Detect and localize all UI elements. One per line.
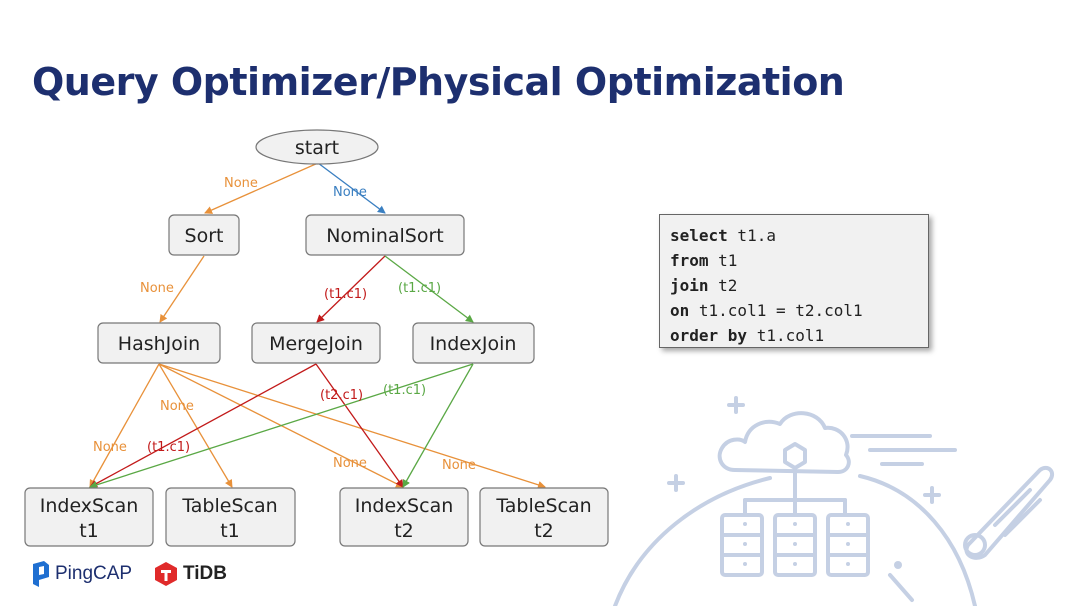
edge-label-hashjoin-tablescan-t2: None: [442, 458, 476, 473]
node-indexscan-t1-line1: IndexScan: [40, 495, 139, 517]
pingcap-logo: PingCAP: [32, 561, 132, 587]
node-start: start: [255, 129, 379, 165]
edge-label-start-sort: None: [224, 176, 258, 191]
code-line: order by t1.col1: [670, 323, 918, 348]
pingcap-mark-icon: [33, 561, 49, 587]
node-sort-label: Sort: [185, 225, 224, 247]
node-tablescan-t1-line1: TableScan: [181, 495, 277, 517]
edge-label-start-nominalsort: None: [333, 185, 367, 200]
edge-label-hashjoin-indexscan-t1: None: [93, 440, 127, 455]
edge-label-hashjoin-tablescan-t1: None: [160, 399, 194, 414]
node-nominalsort: NominalSort: [305, 214, 465, 256]
pingcap-logo-text: PingCAP: [55, 563, 133, 584]
sql-keyword: on: [670, 301, 690, 320]
node-indexscan-t2: IndexScan t2: [339, 487, 469, 547]
edge-nominalsort-mergejoin: [316, 255, 386, 323]
edge-nominalsort-indexjoin: [384, 255, 474, 323]
node-indexscan-t1: IndexScan t1: [24, 487, 154, 547]
edge-label-hashjoin-indexscan-t2: None: [333, 456, 367, 471]
node-hashjoin: HashJoin: [97, 322, 221, 364]
edge-mergejoin-indexscan-t2: [315, 363, 404, 488]
edge-label-nominalsort-indexjoin: (t1.c1): [398, 281, 441, 296]
sql-text: t2: [708, 276, 738, 295]
sql-text: t1: [708, 251, 738, 270]
code-line: on t1.col1 = t2.col1: [670, 298, 918, 323]
node-tablescan-t2: TableScan t2: [479, 487, 609, 547]
edge-sort-hashjoin: [159, 255, 205, 323]
edge-indexjoin-indexscan-t2: [402, 363, 474, 488]
edge-label-mergejoin-indexscan-t2: (t2.c1): [320, 388, 363, 403]
node-mergejoin-label: MergeJoin: [269, 333, 363, 355]
edge-start-nominalsort: [317, 162, 386, 214]
edge-hashjoin-indexscan-t1: [89, 363, 160, 488]
edge-start-sort: [204, 162, 319, 214]
sql-keyword: order by: [670, 326, 748, 345]
edge-hashjoin-tablescan-t2: [158, 363, 546, 489]
node-tablescan-t2-line1: TableScan: [495, 495, 591, 517]
sql-text: t1.col1 = t2.col1: [689, 301, 863, 320]
code-line: join t2: [670, 273, 918, 298]
code-line: select t1.a: [670, 223, 918, 248]
edge-indexjoin-indexscan-t1: [89, 363, 474, 489]
edge-hashjoin-tablescan-t1: [158, 363, 233, 488]
tidb-logo: TiDB: [154, 561, 227, 587]
node-indexscan-t2-line2: t2: [394, 520, 414, 542]
tidb-mark-icon: [155, 562, 177, 586]
node-sort: Sort: [168, 214, 240, 256]
page-title: Query Optimizer/Physical Optimization: [32, 60, 845, 104]
node-mergejoin: MergeJoin: [251, 322, 381, 364]
tidb-logo-text: TiDB: [183, 563, 227, 584]
sql-keyword: join: [670, 276, 709, 295]
sql-text: t1.col1: [747, 326, 825, 345]
node-tablescan-t1-line2: t1: [220, 520, 240, 542]
node-tablescan-t1: TableScan t1: [165, 487, 296, 547]
node-nominalsort-label: NominalSort: [326, 225, 444, 247]
sql-keyword: select: [670, 226, 728, 245]
node-indexscan-t2-line1: IndexScan: [355, 495, 454, 517]
edge-label-nominalsort-mergejoin: (t1.c1): [324, 287, 367, 302]
edge-label-sort-hashjoin: None: [140, 281, 174, 296]
node-indexjoin: IndexJoin: [412, 322, 535, 364]
node-hashjoin-label: HashJoin: [118, 333, 200, 355]
sql-keyword: from: [670, 251, 709, 270]
node-start-label: start: [295, 137, 339, 159]
node-indexscan-t1-line2: t1: [79, 520, 99, 542]
edge-label-mergejoin-indexscan-t1: (t1.c1): [147, 440, 190, 455]
edge-mergejoin-indexscan-t1: [89, 363, 317, 488]
sql-code-box: select t1.a from t1 join t2 on t1.col1 =…: [659, 214, 929, 348]
code-line: from t1: [670, 248, 918, 273]
node-indexjoin-label: IndexJoin: [430, 333, 517, 355]
edge-label-indexjoin-indexscan-t1: (t1.c1): [383, 383, 426, 398]
node-tablescan-t2-line2: t2: [534, 520, 554, 542]
sql-text: t1.a: [727, 226, 776, 245]
